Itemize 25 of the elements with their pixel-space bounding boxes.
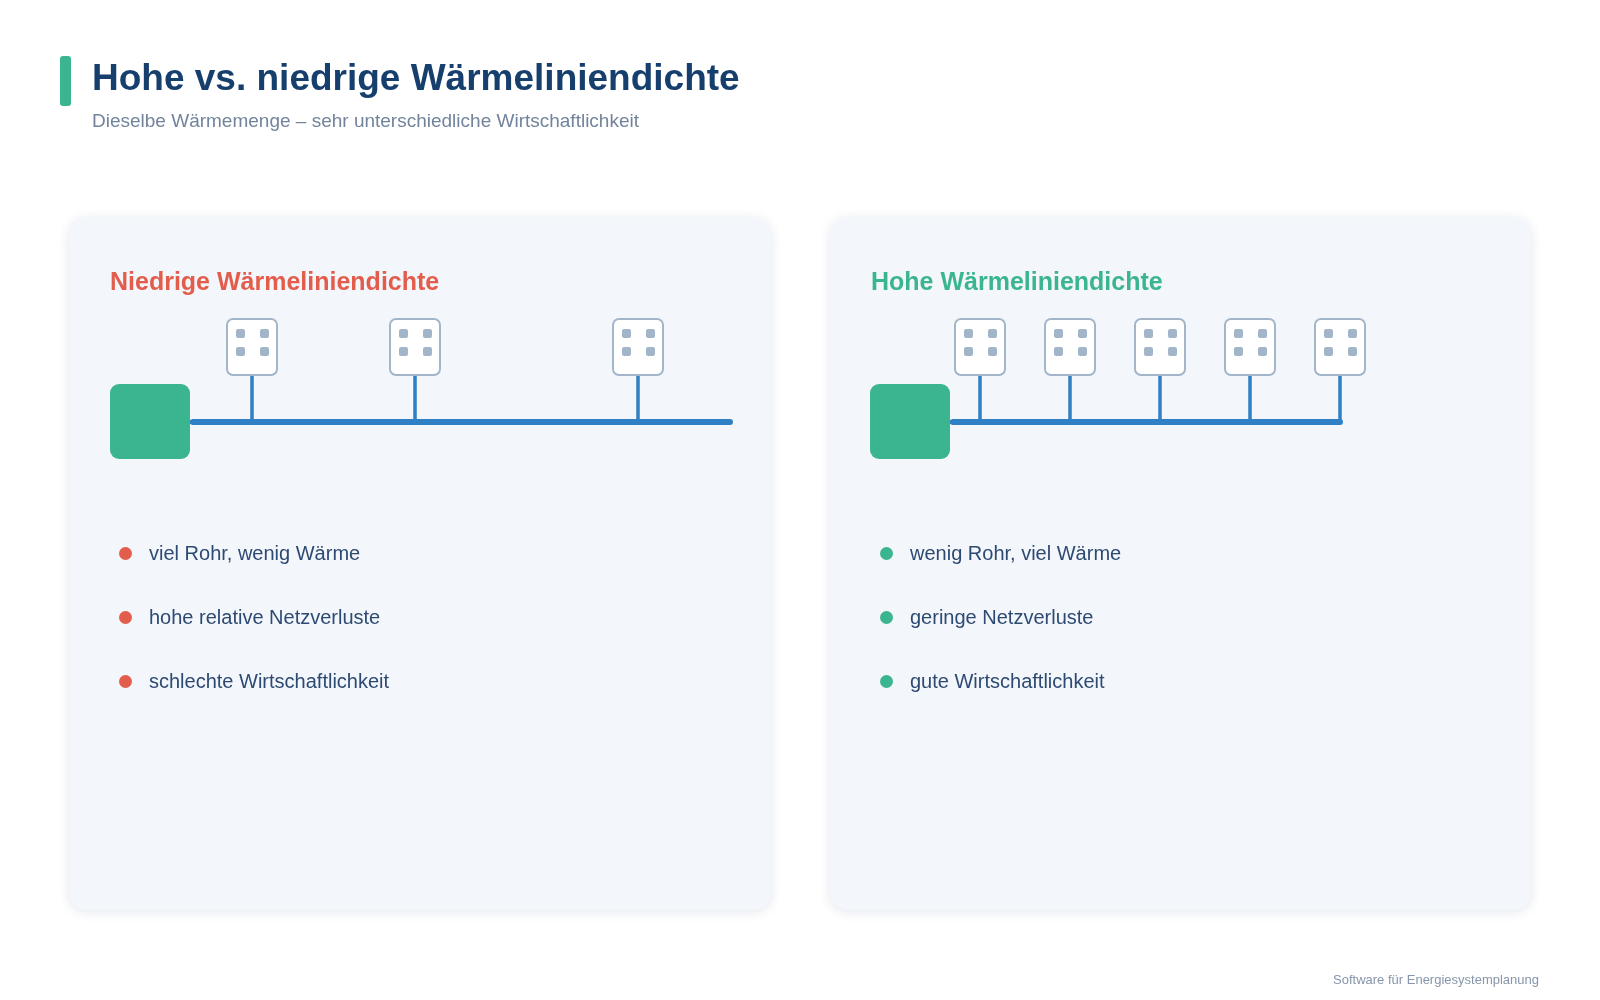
title: Hohe vs. niedrige Wärmeliniendichte bbox=[92, 56, 740, 100]
building-symbol bbox=[226, 318, 278, 376]
building-symbol bbox=[1224, 318, 1276, 376]
bullet-text: geringe Netzverluste bbox=[910, 605, 1094, 630]
building-symbol bbox=[954, 318, 1006, 376]
building-symbol bbox=[612, 318, 664, 376]
building-symbol bbox=[1044, 318, 1096, 376]
building-symbol bbox=[389, 318, 441, 376]
bullet-text: viel Rohr, wenig Wärme bbox=[149, 541, 361, 566]
heat-source-block bbox=[870, 384, 950, 459]
bullet-text: hohe relative Netzverluste bbox=[149, 605, 381, 630]
bullet-text: wenig Rohr, viel Wärme bbox=[910, 541, 1122, 566]
pipe-line bbox=[190, 419, 733, 425]
panel-heading: Hohe Wärmeliniendichte bbox=[871, 266, 1163, 296]
pipe-line bbox=[950, 419, 1343, 425]
building-symbol bbox=[1134, 318, 1186, 376]
panel-heading: Niedrige Wärmeliniendichte bbox=[110, 266, 440, 296]
subtitle: Dieselbe Wärmemenge – sehr unterschiedliche Wirtschaftlichkeit bbox=[92, 109, 639, 133]
footer-text: Software für Energiesystemplanung bbox=[1333, 971, 1539, 989]
building-symbol bbox=[1314, 318, 1366, 376]
bullet-text: gute Wirtschaftlichkeit bbox=[910, 669, 1105, 694]
bullet-text: schlechte Wirtschaftlichkeit bbox=[149, 669, 390, 694]
panel-card bbox=[830, 217, 1531, 910]
panel-card bbox=[69, 217, 771, 910]
heat-source-block bbox=[110, 384, 190, 459]
